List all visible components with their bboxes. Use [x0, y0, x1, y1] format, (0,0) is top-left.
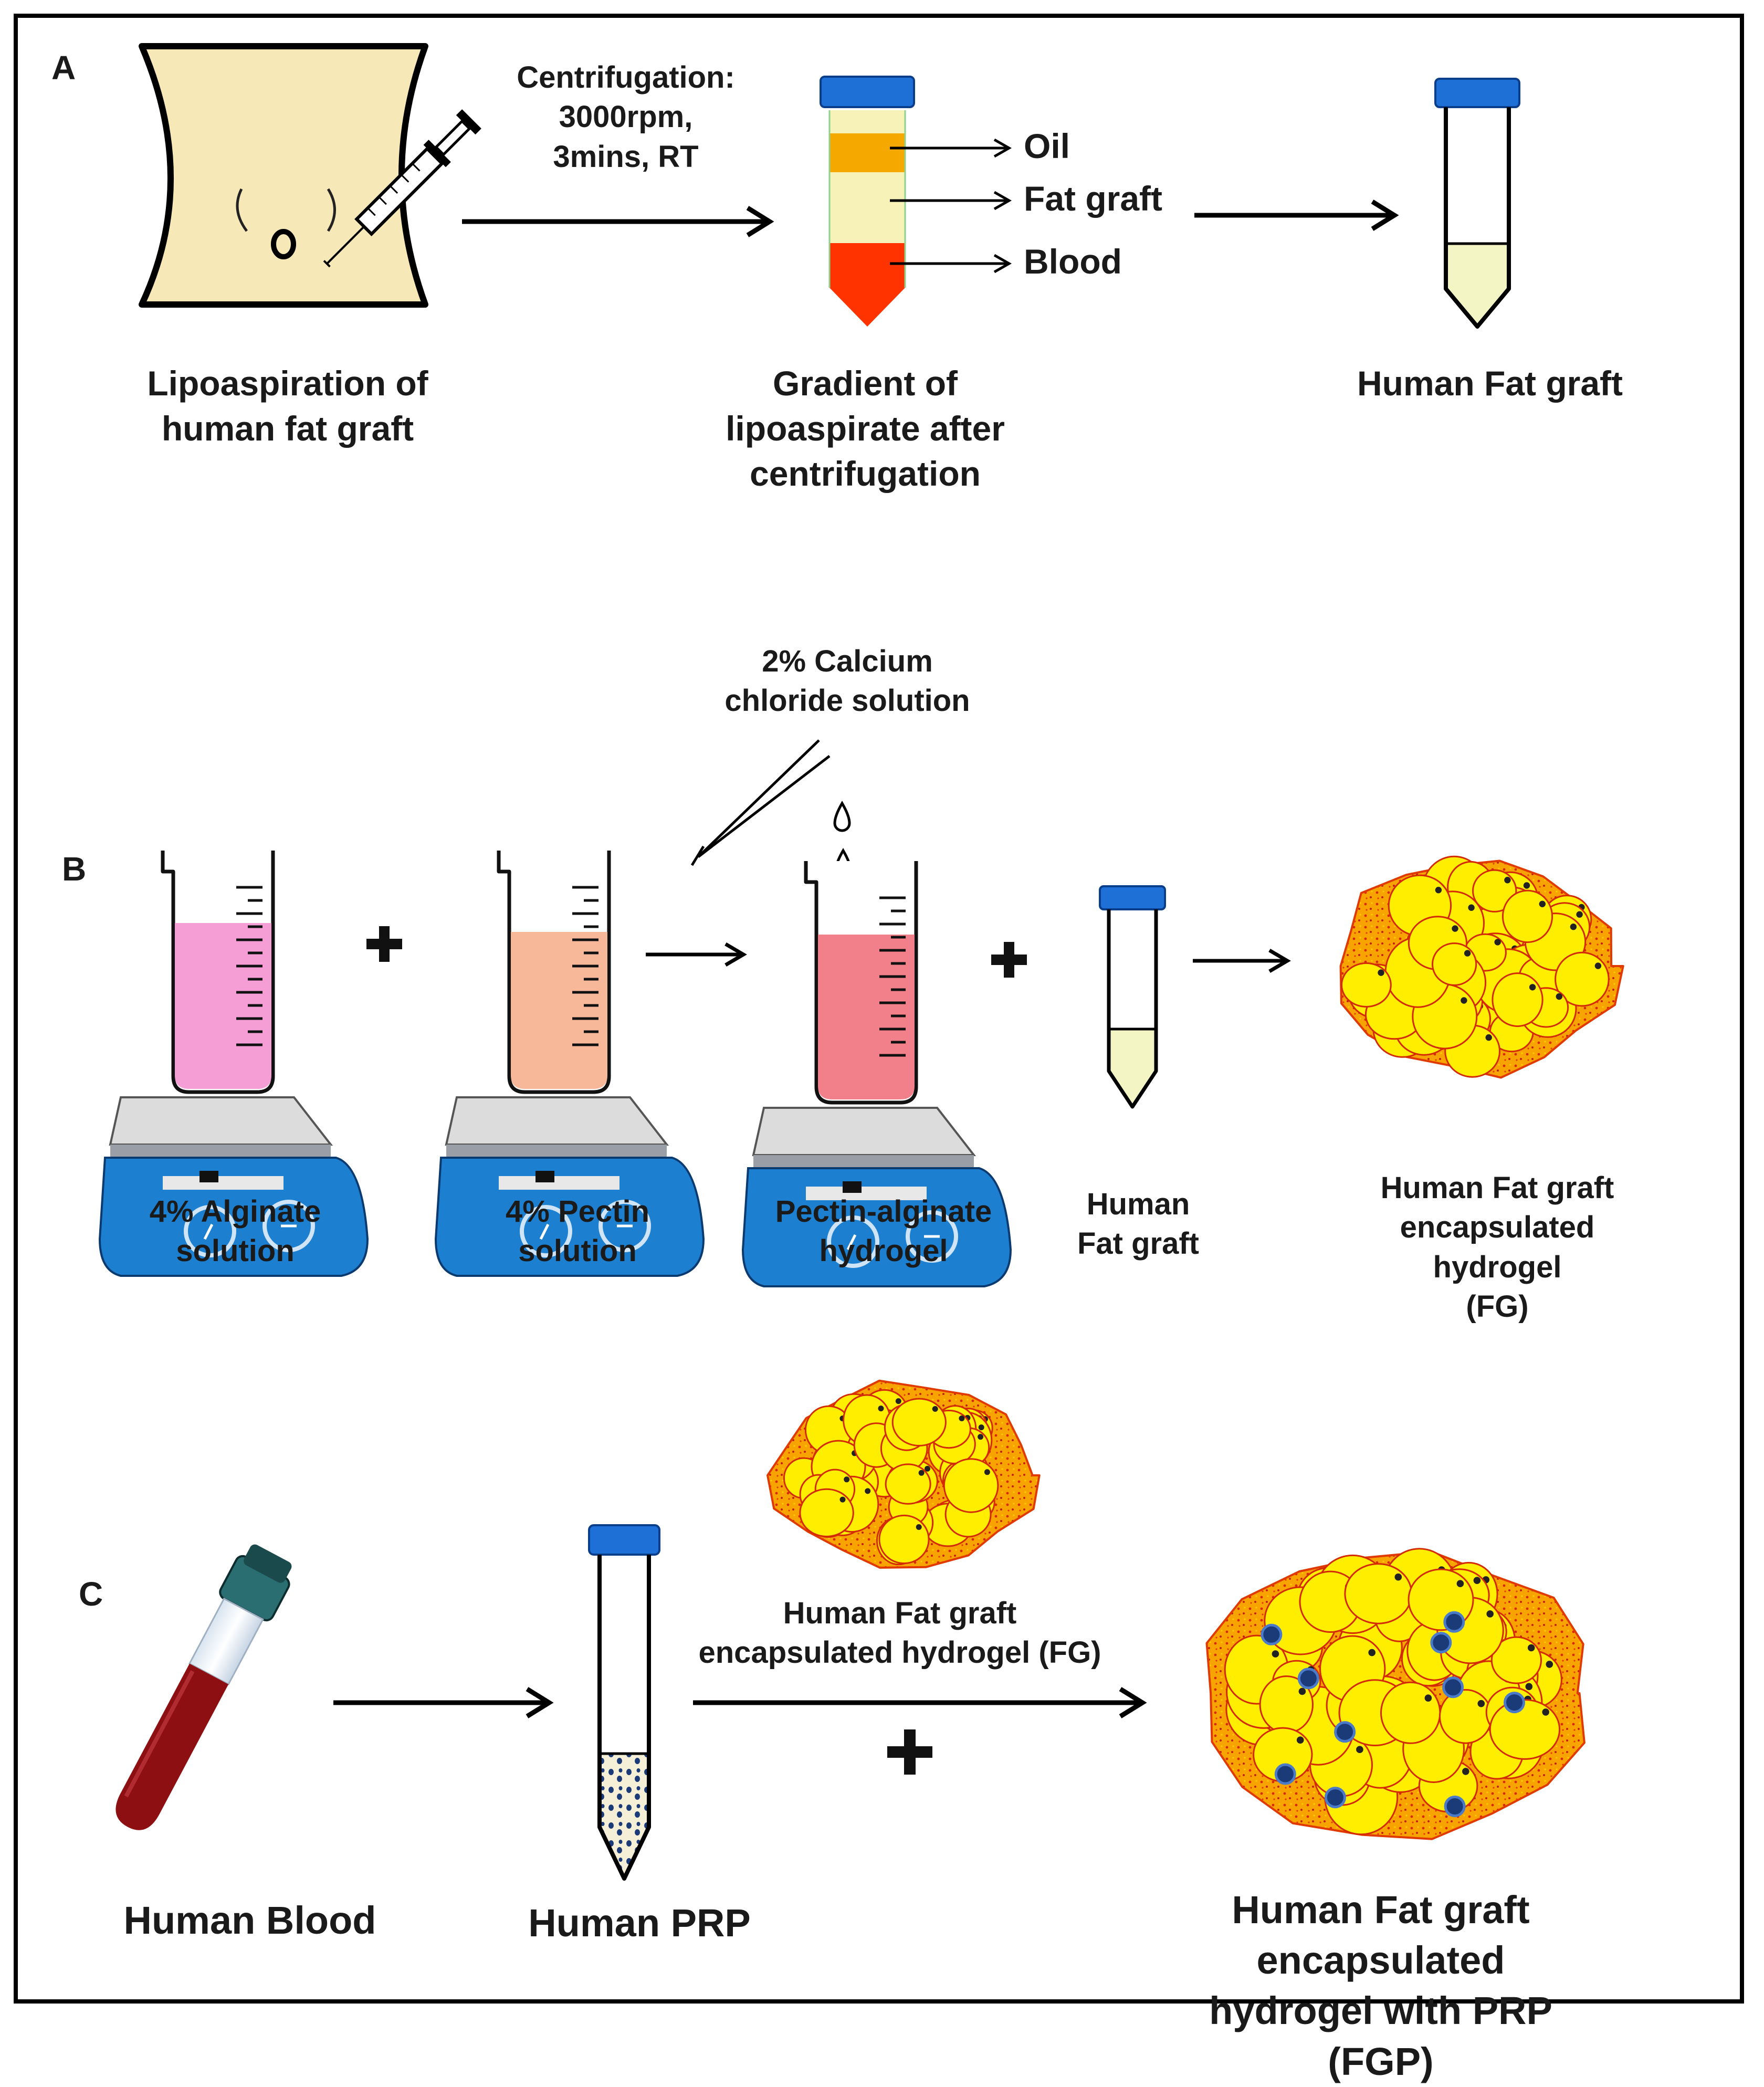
- panel-letter-b: B: [62, 850, 87, 888]
- plus-icon: [366, 926, 402, 962]
- layer-label-oil: Oil: [1024, 127, 1070, 165]
- plus-icon: [887, 1729, 932, 1775]
- calcium-chloride-label: 2% Calcium chloride solution: [724, 644, 970, 718]
- hotplate-alginate: [98, 851, 369, 1277]
- fat-cluster-icon: [1339, 855, 1624, 1079]
- prp-tube-icon: [588, 1524, 660, 1881]
- centrifugation-label: Centrifugation: 3000rpm, 3mins, RT: [517, 60, 735, 174]
- syringe-icon: [323, 109, 481, 268]
- pectin-caption: 4% Pectin solution: [506, 1194, 649, 1268]
- hydrogel-caption: Pectin-alginate hydrogel: [775, 1194, 992, 1268]
- fg-label-c: Human Fat graft encapsulated hydrogel (F…: [698, 1596, 1101, 1670]
- layer-label-blood: Blood: [1024, 242, 1122, 281]
- human-blood-caption: Human Blood: [123, 1899, 376, 1942]
- hotplate-hydrogel: [741, 861, 1012, 1287]
- human-prp-caption: Human PRP: [528, 1901, 751, 1945]
- lipoaspiration-caption: Lipoaspiration of human fat graft: [147, 364, 428, 448]
- fgp-caption: Human Fat graft encapsulated hydrogel wi…: [1209, 1888, 1552, 2083]
- diagram-art: [98, 43, 1624, 1881]
- fat-graft-tube-icon: [1434, 78, 1520, 329]
- fat-graft-caption-b: Human Fat graft: [1077, 1187, 1199, 1261]
- gradient-tube-icon: [820, 76, 915, 327]
- hotplate-pectin: [434, 851, 705, 1277]
- torso-icon: [139, 43, 428, 308]
- panel-letter-c: C: [79, 1575, 103, 1613]
- fat-graft-tube-icon: [1099, 885, 1166, 1109]
- blood-tube-icon: [116, 1544, 292, 1830]
- layer-label-fat-graft: Fat graft: [1024, 179, 1162, 218]
- fat-cluster-icon: [766, 1379, 1041, 1569]
- gradient-caption: Gradient of lipoaspirate after centrifug…: [726, 364, 1005, 493]
- alginate-caption: 4% Alginate solution: [149, 1194, 321, 1268]
- fat-graft-caption-a: Human Fat graft: [1357, 364, 1623, 403]
- pipette-icon: [690, 739, 831, 866]
- fg-caption: Human Fat graft encapsulated hydrogel (F…: [1380, 1171, 1614, 1324]
- droplet-icon: [833, 801, 851, 832]
- fat-cluster-prp-icon: [1205, 1548, 1586, 1840]
- panel-letter-a: A: [51, 49, 76, 87]
- plus-icon: [991, 942, 1027, 978]
